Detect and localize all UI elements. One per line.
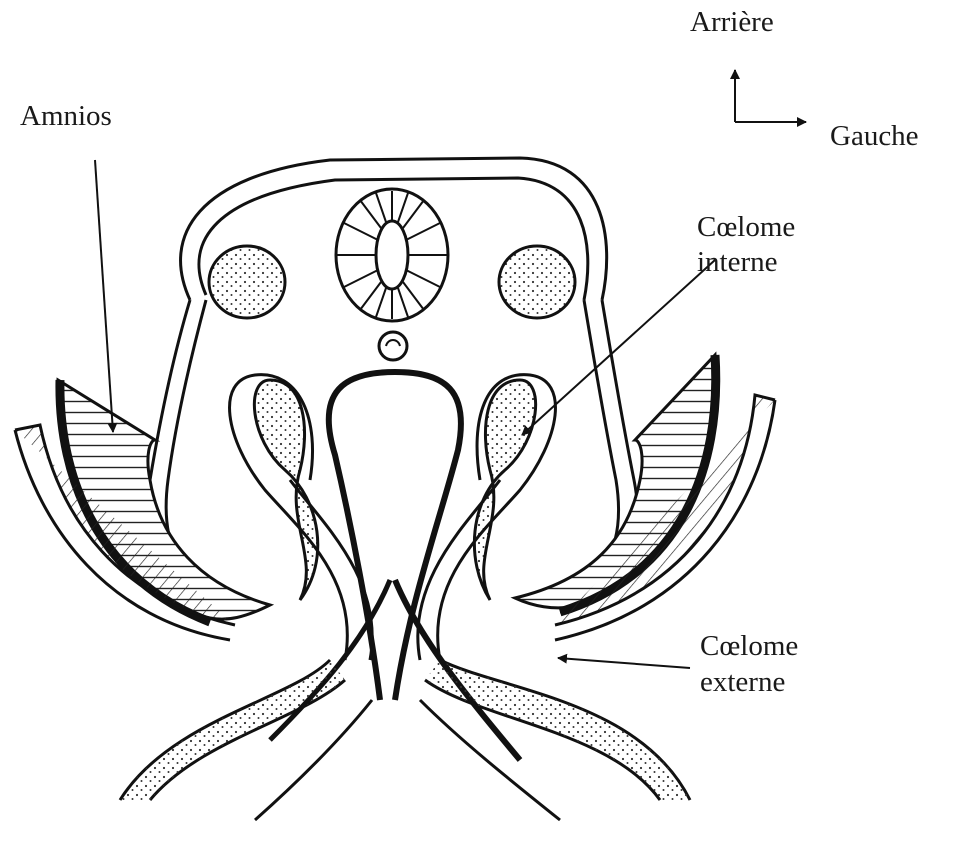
lower-body-wall xyxy=(120,660,690,820)
left-somite xyxy=(209,246,285,318)
right-somite xyxy=(499,246,575,318)
notochord xyxy=(379,332,407,360)
coelome-externe-pointer-arrow xyxy=(558,658,690,668)
amnios-pointer-arrow xyxy=(95,160,113,432)
neural-tube xyxy=(336,189,448,321)
label-amnios: Amnios xyxy=(20,100,112,133)
label-coelome-externe-line2: externe xyxy=(700,666,785,699)
label-coelome-interne-line1: Cœlome xyxy=(697,211,795,244)
label-coelome-externe-line1: Cœlome xyxy=(700,630,798,663)
label-coelome-interne-line2: interne xyxy=(697,246,778,279)
label-gauche: Gauche xyxy=(830,120,919,153)
orientation-axes xyxy=(735,70,806,122)
label-arriere: Arrière xyxy=(690,6,774,39)
